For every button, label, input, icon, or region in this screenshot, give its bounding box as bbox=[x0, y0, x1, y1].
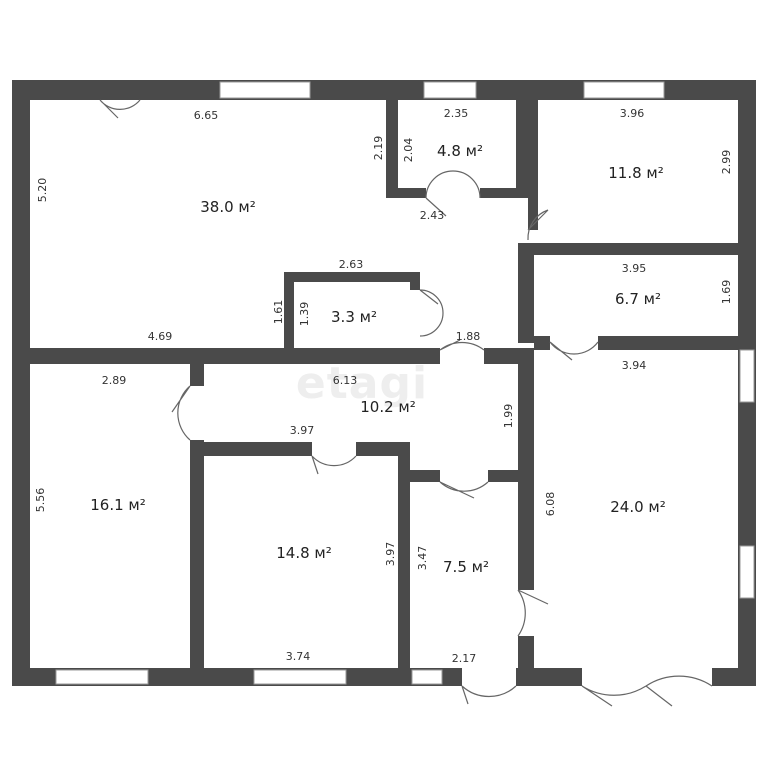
dim-label: 2.63 bbox=[339, 258, 364, 271]
dim-label: 2.89 bbox=[102, 374, 127, 387]
area-corridor: 10.2 м² bbox=[360, 398, 416, 416]
dim-label: 6.65 bbox=[194, 109, 219, 122]
dim-label: 1.88 bbox=[456, 330, 481, 343]
interior-walls bbox=[30, 100, 738, 686]
area-bedroom-sw: 16.1 м² bbox=[90, 496, 146, 514]
dim-label: 5.20 bbox=[36, 178, 49, 203]
dim-label: 1.99 bbox=[502, 404, 515, 429]
dim-label: 1.61 bbox=[272, 300, 285, 325]
dim-label: 3.97 bbox=[290, 424, 315, 437]
area-bathroom: 6.7 м² bbox=[615, 290, 661, 308]
doors bbox=[99, 99, 713, 707]
dim-label: 1.39 bbox=[298, 302, 311, 327]
dim-label: 6.13 bbox=[333, 374, 358, 387]
area-living-room: 38.0 м² bbox=[200, 198, 256, 216]
watermark: etagi bbox=[296, 358, 428, 409]
dim-label: 2.43 bbox=[420, 209, 445, 222]
dim-label: 2.35 bbox=[444, 107, 469, 120]
area-bedroom-ne: 11.8 м² bbox=[608, 164, 664, 182]
dim-label: 3.96 bbox=[620, 107, 645, 120]
area-storage-top: 4.8 м² bbox=[437, 142, 483, 160]
dim-label: 3.94 bbox=[622, 359, 647, 372]
area-bedroom-s: 14.8 м² bbox=[276, 544, 332, 562]
dim-label: 5.56 bbox=[34, 488, 47, 513]
dim-label: 3.95 bbox=[622, 262, 647, 275]
area-closet: 3.3 м² bbox=[331, 308, 377, 326]
dim-label: 6.08 bbox=[544, 492, 557, 517]
windows bbox=[55, 81, 755, 685]
room-area-labels: 38.0 м² 4.8 м² 11.8 м² 6.7 м² 3.3 м² 10.… bbox=[90, 142, 666, 576]
dim-label: 4.69 bbox=[148, 330, 173, 343]
dim-label: 2.17 bbox=[452, 652, 477, 665]
dim-label: 1.69 bbox=[720, 280, 733, 305]
dim-label: 3.74 bbox=[286, 650, 311, 663]
area-hall: 7.5 м² bbox=[443, 558, 489, 576]
dim-label: 2.04 bbox=[402, 138, 415, 163]
area-room-east: 24.0 м² bbox=[610, 498, 666, 516]
dim-label: 2.99 bbox=[720, 150, 733, 175]
dim-label: 2.19 bbox=[372, 136, 385, 161]
dim-label: 3.47 bbox=[416, 546, 429, 571]
dim-label: 3.97 bbox=[384, 542, 397, 567]
dimension-labels: 6.65 5.20 2.35 2.19 2.04 2.43 3.96 2.99 … bbox=[34, 107, 733, 665]
